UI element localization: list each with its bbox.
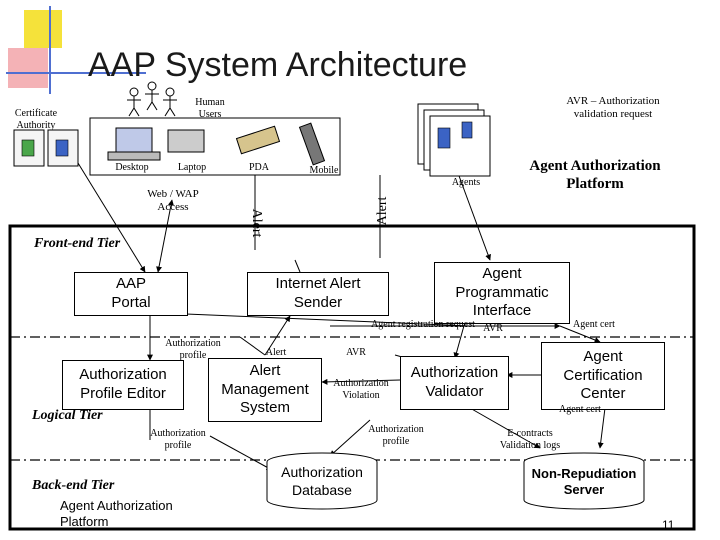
- line-agents-api: [454, 164, 491, 261]
- line-reg-request: [185, 313, 471, 327]
- agent-authorization-platform-heading: Agent Authorization Platform: [529, 158, 661, 192]
- agents-label: Agents: [451, 177, 481, 188]
- desktop-label: Desktop: [115, 162, 149, 173]
- avr-definition-note: AVR – Authorization validation request: [566, 95, 660, 120]
- web-wap-access-label: Web / WAP Access: [147, 188, 199, 213]
- authorization-profile-editor-box: Authorization Profile Editor: [62, 360, 184, 410]
- agent-certification-center-box: Agent Certification Center: [541, 342, 665, 410]
- internet-alert-sender-box: Internet Alert Sender: [247, 272, 389, 316]
- slide-number: 11: [662, 518, 675, 532]
- human-users-figures: [127, 81, 177, 117]
- slide-title: AAP System Architecture: [88, 46, 468, 84]
- laptop-label: Laptop: [177, 162, 207, 173]
- agent-registration-request-label: Agent registration request: [371, 319, 475, 330]
- line-violation: [321, 378, 401, 385]
- mobile-label: Mobile: [309, 165, 339, 176]
- line-validator-nrs: [469, 407, 541, 449]
- authorization-profile-label-1: Authorization profile: [165, 338, 221, 361]
- alert-management-system-box: Alert Management System: [208, 358, 322, 422]
- non-repudiation-server-cylinder: [523, 452, 645, 510]
- alert-label-right: Alert: [375, 196, 390, 226]
- line-users-portal: [156, 199, 174, 273]
- agent-cert-top-label: Agent cert: [573, 319, 615, 330]
- authorization-violation-label: Authorization Violation: [333, 378, 389, 401]
- agent-cert-mid-label: Agent cert: [559, 404, 601, 415]
- front-end-tier-label: Front-end Tier: [34, 236, 121, 251]
- authorization-profile-label-2: Authorization profile: [150, 428, 206, 451]
- authorization-database-label: Authorization Database: [281, 464, 363, 498]
- e-contracts-label: E-contracts Validation logs: [499, 428, 561, 451]
- ca-server-icons: [13, 129, 79, 167]
- line-to-acc: [559, 325, 601, 343]
- certificate-authority-label: Certificate Authority: [14, 108, 58, 131]
- line-alert-sender: [294, 259, 301, 273]
- authorization-database-cylinder: [266, 452, 378, 510]
- corner-square-pink: [8, 48, 48, 88]
- authorization-profile-label-3: Authorization profile: [368, 424, 424, 447]
- line-validator-db: [329, 419, 371, 457]
- corner-square-yellow: [24, 10, 62, 48]
- avr-top-label: AVR: [483, 323, 503, 334]
- agents-windows: [417, 103, 491, 177]
- avr-mid-label: AVR: [346, 347, 366, 358]
- corner-vertical-rule: [49, 6, 51, 94]
- non-repudiation-server-label: Non-Repudiation Server: [531, 466, 637, 498]
- back-end-tier-label: Back-end Tier: [32, 478, 115, 493]
- corner-horizontal-rule: [6, 72, 146, 74]
- agent-programmatic-interface-box: Agent Programmatic Interface: [434, 262, 570, 324]
- logical-tier-label: Logical Tier: [32, 408, 103, 423]
- footer-agent-authorization-platform: Agent Authorization Platform: [60, 498, 173, 529]
- line-acc-nrs: [597, 407, 606, 449]
- human-users-label: Human Users: [195, 97, 225, 120]
- aap-portal-box: AAP Portal: [74, 272, 188, 316]
- device-panel: [89, 117, 341, 176]
- tier-frame: [8, 224, 696, 531]
- authorization-validator-box: Authorization Validator: [400, 356, 509, 410]
- pda-label: PDA: [248, 162, 269, 173]
- alert-mid-label: Alert: [265, 347, 287, 358]
- line-profile-db: [209, 435, 273, 471]
- line-profile-1: [239, 336, 266, 356]
- line-ca-portal: [69, 149, 146, 273]
- line-api-validator: [453, 321, 466, 359]
- line-ams-sender: [264, 315, 291, 356]
- alert-label-left: Alert: [249, 208, 264, 238]
